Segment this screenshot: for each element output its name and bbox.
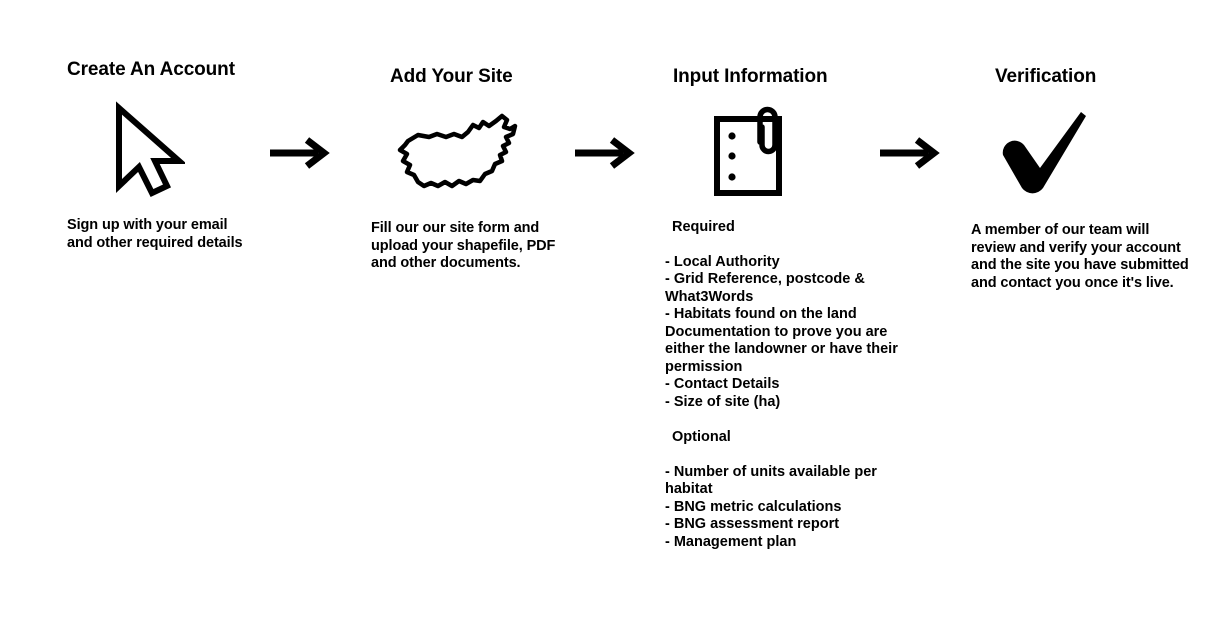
list-item: - Number of units available per habitat: [665, 463, 877, 498]
arrow-right-icon: [573, 136, 635, 175]
step-title-add-your-site: Add Your Site: [390, 66, 513, 87]
optional-heading: Optional: [672, 429, 731, 445]
list-item: - Size of site (ha): [665, 393, 781, 410]
list-item: - Local Authority: [665, 253, 780, 270]
list-item: - Management plan: [665, 533, 797, 550]
arrow-right-icon: [268, 136, 330, 175]
list-item: - Habitats found on the land Documentati…: [665, 306, 898, 375]
checkmark-icon: [993, 100, 1099, 205]
input-information-lists: Required - Local Authority - Grid Refere…: [665, 219, 915, 551]
clipboard-paperclip-icon: [703, 103, 799, 204]
cursor-pointer-icon: [105, 100, 187, 205]
list-item: - BNG assessment report: [665, 516, 840, 532]
arrow-right-icon: [878, 136, 940, 175]
required-list: - Local Authority - Grid Reference, post…: [665, 254, 915, 412]
step-title-verification: Verification: [995, 66, 1097, 87]
list-item: - Contact Details: [665, 376, 780, 392]
step-title-input-information: Input Information: [673, 66, 828, 87]
step-body-create-an-account: Sign up with your email and other requir…: [67, 217, 243, 251]
step-body-verification: A member of our team will review and ver…: [971, 222, 1189, 291]
list-item: - BNG metric calculations: [665, 498, 842, 515]
list-item: - Grid Reference, postcode & What3Words: [665, 271, 865, 305]
optional-list: - Number of units available per habitat …: [665, 464, 915, 552]
step-title-create-an-account: Create An Account: [67, 59, 235, 80]
step-body-add-your-site: Fill our our site form and upload your s…: [371, 220, 556, 271]
list-spacer: [665, 411, 915, 429]
required-heading: Required: [672, 219, 735, 235]
map-outline-icon: [388, 108, 528, 203]
